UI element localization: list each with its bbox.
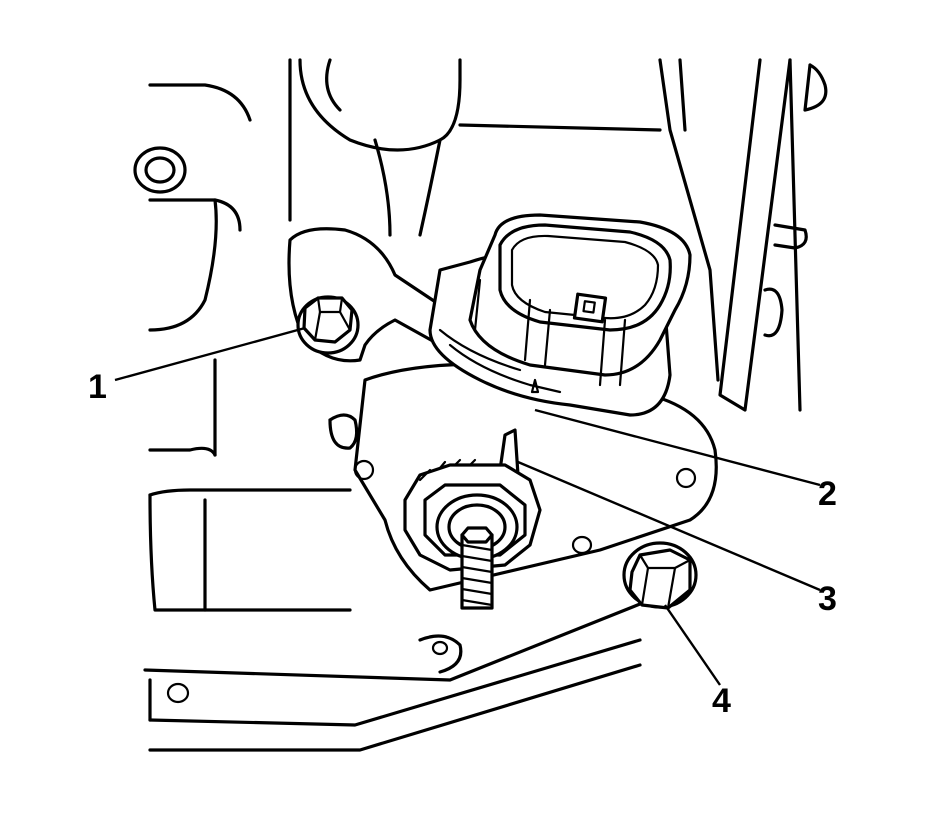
leader-lines [114, 326, 821, 686]
callouts: 1 2 3 4 [88, 368, 837, 720]
callout-3: 3 [818, 580, 837, 618]
manual-shaft-nut [403, 458, 542, 610]
leader-line-1 [114, 326, 306, 382]
side-cover-rail [718, 58, 828, 412]
bolt-4 [622, 541, 698, 610]
leader-line-3 [517, 460, 821, 592]
transmission-case [133, 58, 720, 612]
oil-pan-edge [143, 598, 652, 752]
bolt-1 [296, 295, 360, 355]
leader-line-4 [664, 604, 721, 686]
callout-1: 1 [88, 368, 107, 406]
range-sensor [428, 213, 692, 417]
leader-line-2 [534, 408, 821, 487]
callout-4: 4 [712, 682, 731, 720]
callout-2: 2 [818, 475, 837, 513]
